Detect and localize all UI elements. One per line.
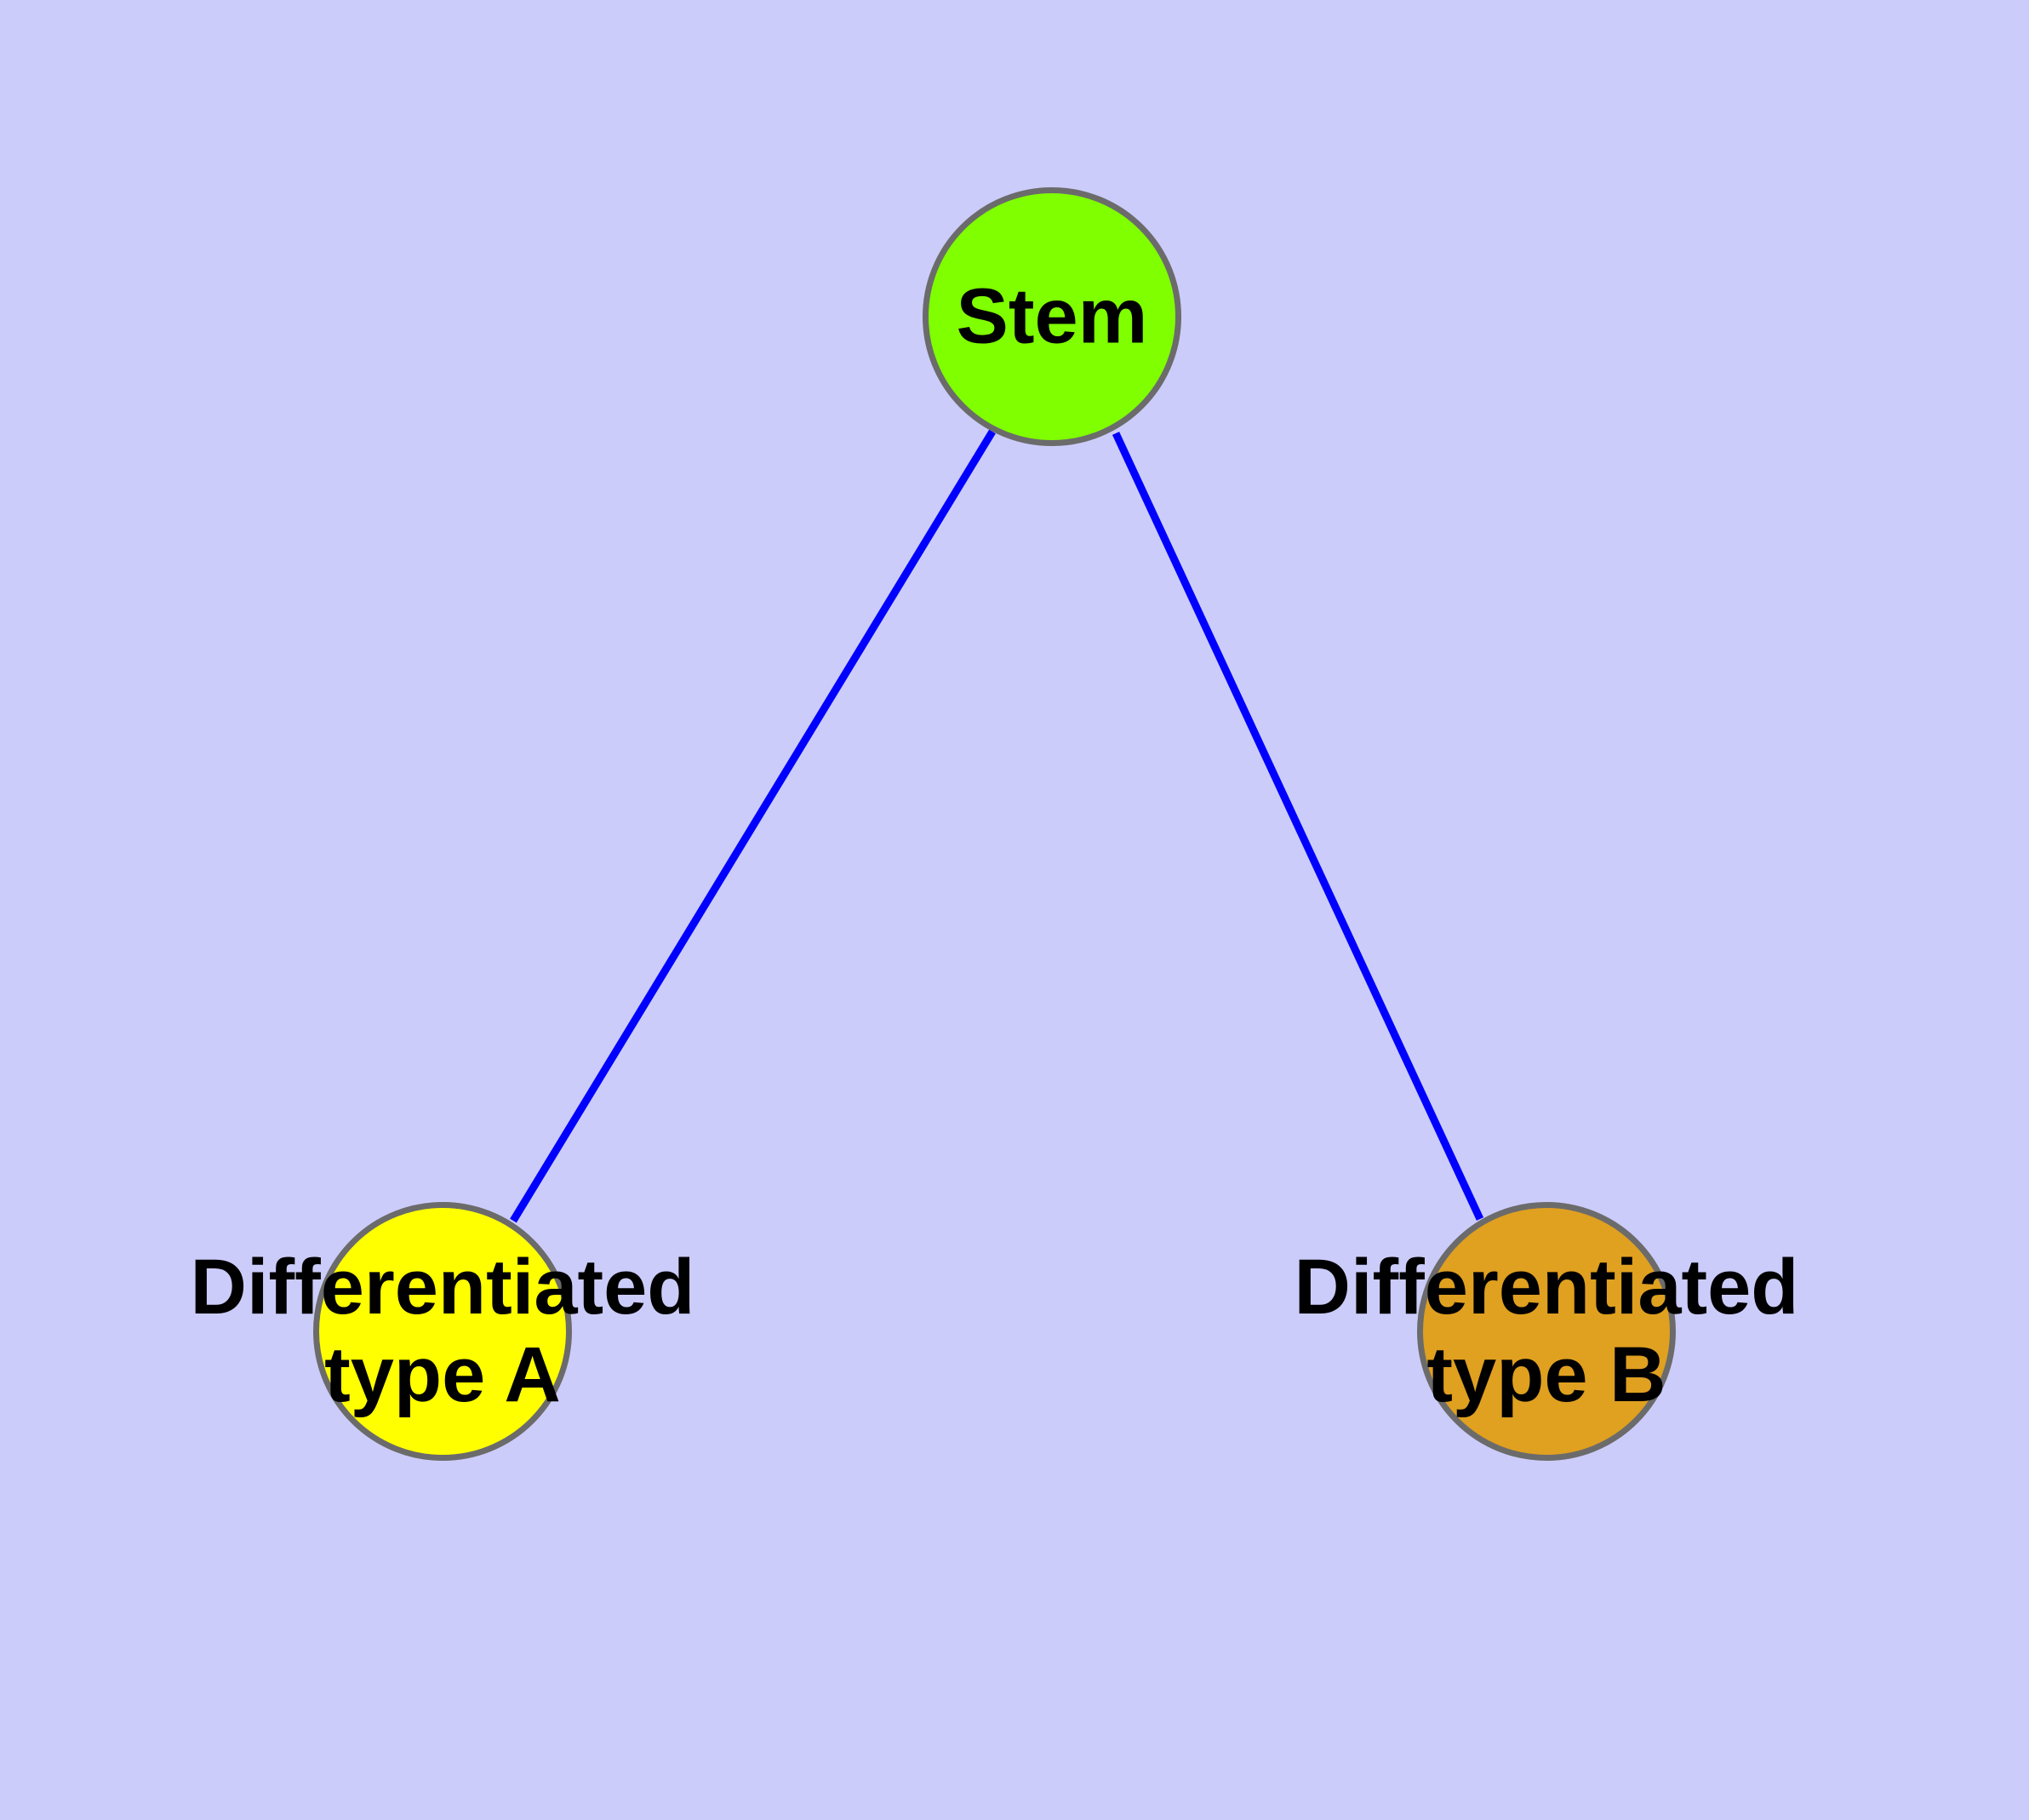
- edge-stem-to-differentiated-type-a: [510, 429, 996, 1223]
- node-differentiated-type-b[interactable]: [1417, 1202, 1676, 1461]
- node-differentiated-type-a[interactable]: [313, 1202, 572, 1461]
- edge-stem-to-differentiated-type-b: [1112, 432, 1484, 1221]
- node-stem[interactable]: [923, 187, 1181, 446]
